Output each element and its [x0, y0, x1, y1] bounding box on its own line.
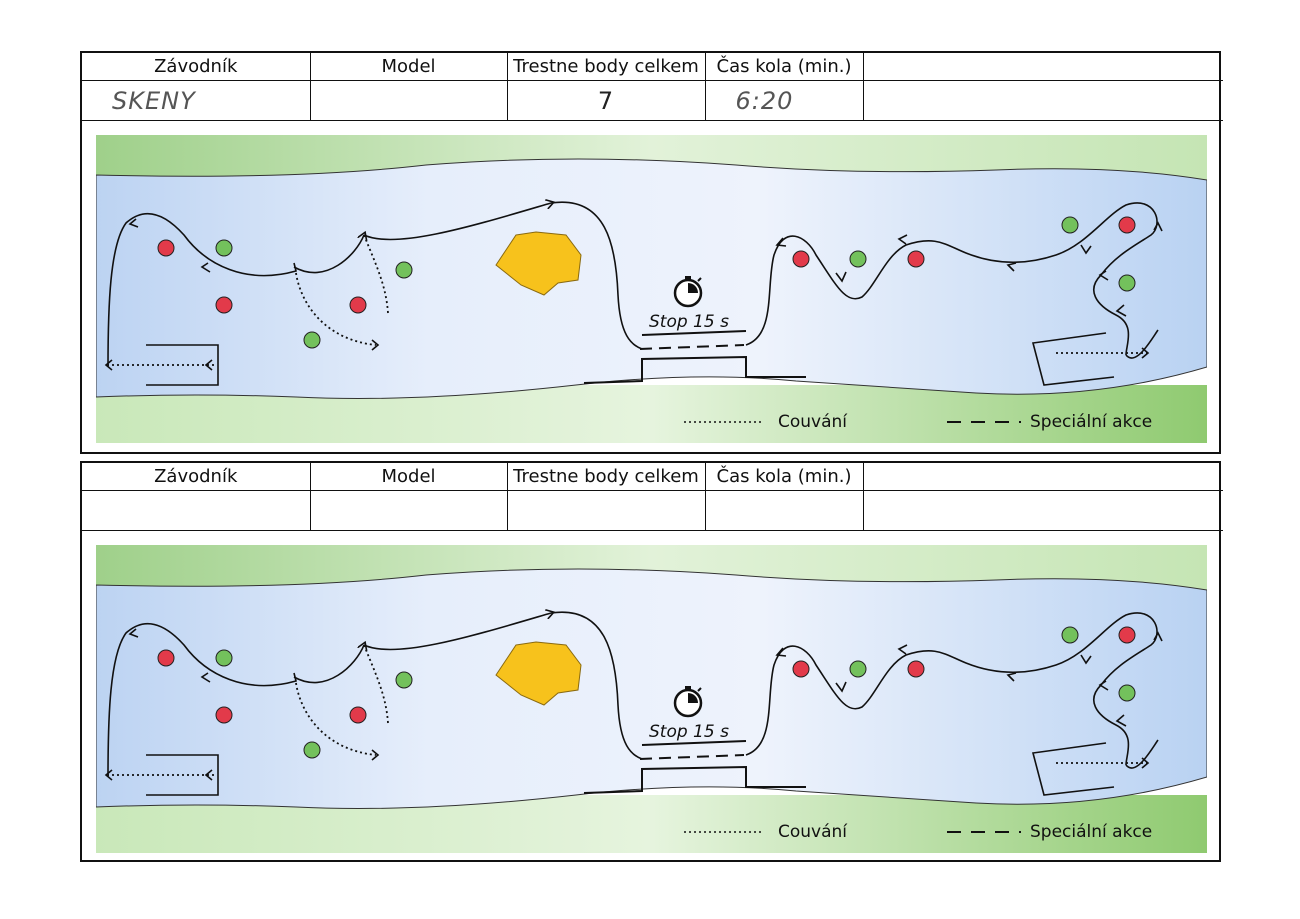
obstacle — [495, 641, 582, 706]
score-table: Závodník Model Trestne body celkem Čas k… — [82, 463, 1223, 531]
header-extra — [862, 53, 1223, 81]
reverse-path — [108, 644, 1148, 776]
header-model: Model — [309, 53, 508, 81]
legend-reverse: Couvání — [778, 412, 848, 432]
reverse-path — [108, 234, 1148, 366]
water-area — [96, 158, 1207, 399]
header-penalty: Trestne body celkem — [506, 463, 706, 491]
header-extra — [862, 463, 1223, 491]
score-sheet-1: Závodník Model Trestne body celkem Čas k… — [80, 51, 1223, 454]
course-map: Stop 15 s Couvání Speciální akce — [96, 545, 1207, 853]
legend-special: Speciální akce — [1030, 822, 1152, 842]
legend-reverse: Couvání — [778, 822, 848, 842]
header-model: Model — [309, 463, 508, 491]
header-driver: Závodník — [82, 53, 311, 81]
legend: Couvání Speciální akce — [684, 822, 1152, 842]
legend: Couvání Speciální akce — [684, 412, 1152, 432]
header-lap-time: Čas kola (min.) — [704, 53, 864, 81]
value-model[interactable] — [309, 490, 508, 531]
course-map: Stop 15 s Couvání Speciální akce — [96, 135, 1207, 443]
legend-special: Speciální akce — [1030, 412, 1152, 432]
value-penalty[interactable] — [506, 490, 706, 531]
score-sheet-2: Závodník Model Trestne body celkem Čas k… — [80, 461, 1223, 862]
stop-zone — [583, 740, 806, 794]
value-model[interactable] — [309, 80, 508, 121]
stopwatch-icon — [673, 686, 703, 718]
course-path — [107, 612, 1163, 778]
obstacle — [495, 231, 582, 296]
header-lap-time: Čas kola (min.) — [704, 463, 864, 491]
header-penalty: Trestne body celkem — [506, 53, 706, 81]
header-driver: Závodník — [82, 463, 311, 491]
gates — [157, 626, 1136, 759]
value-lap-time[interactable] — [704, 490, 864, 531]
score-table: Závodník Model Trestne body celkem Čas k… — [82, 53, 1223, 121]
value-lap-time[interactable]: 6:20 — [704, 80, 864, 121]
stop-label: Stop 15 s — [649, 722, 729, 742]
value-driver[interactable]: SKENY — [82, 80, 311, 121]
gates — [157, 216, 1136, 349]
value-extra[interactable] — [862, 80, 1223, 121]
value-penalty[interactable]: 7 — [506, 80, 706, 121]
stop-label: Stop 15 s — [649, 312, 729, 332]
course-path — [107, 202, 1163, 368]
water-area — [96, 568, 1207, 809]
stop-zone — [583, 330, 806, 384]
stopwatch-icon — [673, 276, 703, 308]
value-extra[interactable] — [862, 490, 1223, 531]
value-driver[interactable] — [82, 490, 311, 531]
